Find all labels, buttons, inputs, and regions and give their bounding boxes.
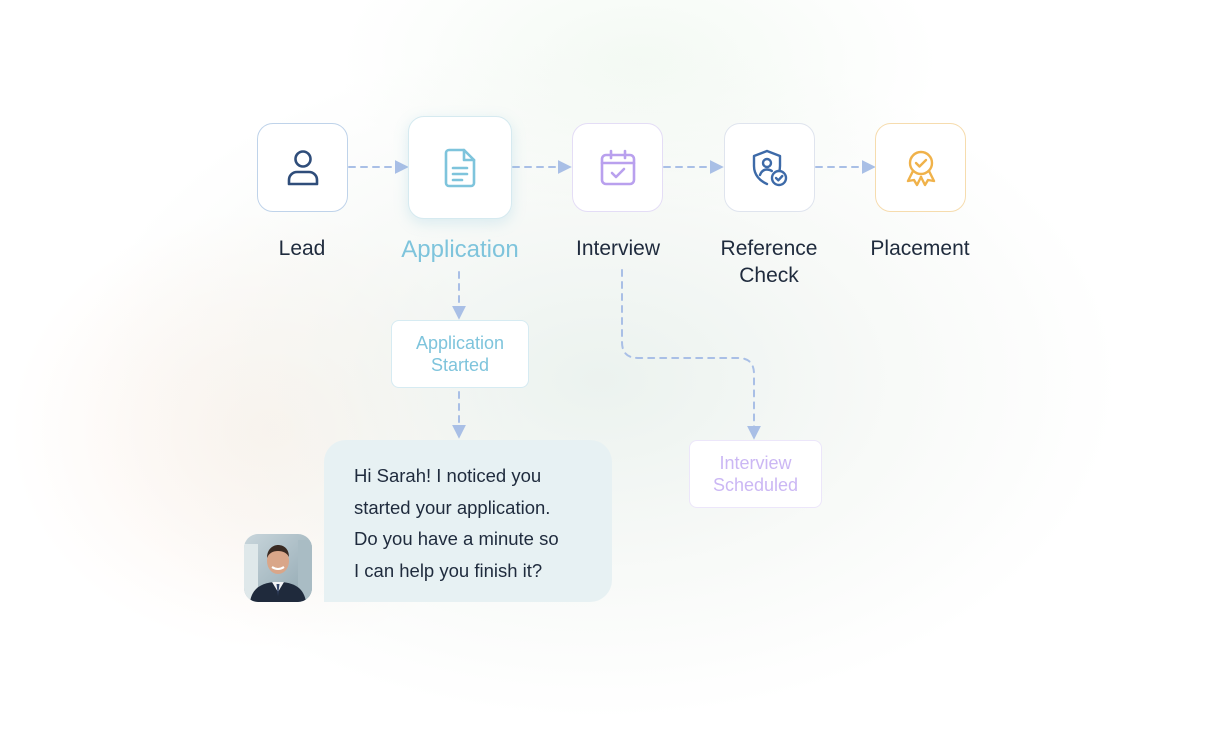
stage-box-application[interactable] — [408, 116, 512, 219]
substep-line: Interview — [719, 453, 792, 473]
substep-line: Application — [415, 333, 505, 353]
stage-label-lead: Lead — [278, 237, 326, 260]
message-line: Do you have a minute so — [354, 528, 559, 549]
message-bubble: Hi Sarah! I noticed you started your app… — [324, 440, 612, 602]
user-icon — [285, 148, 321, 188]
stage-label-reference-check: Reference Check — [699, 235, 839, 289]
stage-box-interview[interactable] — [572, 123, 663, 212]
message-line: started your application. — [354, 496, 551, 518]
substep-application-started[interactable]: Application Started — [391, 320, 529, 388]
stage-label-placement: Placement — [870, 237, 970, 260]
stage-label-application: Application — [401, 236, 519, 263]
stage-box-lead[interactable] — [257, 123, 348, 212]
shield-user-check-icon — [750, 148, 790, 188]
award-badge-icon — [903, 148, 939, 188]
substep-line: Scheduled — [712, 475, 799, 495]
stage-label-interview: Interview — [575, 237, 661, 260]
message-line: Hi Sarah! I noticed you — [354, 465, 542, 486]
document-icon — [442, 147, 478, 189]
stage-label-line: Reference — [720, 237, 818, 260]
substep-line: Started — [430, 355, 490, 375]
substep-interview-scheduled[interactable]: Interview Scheduled — [689, 440, 822, 508]
calendar-icon — [599, 149, 637, 187]
stage-box-reference-check[interactable] — [724, 123, 815, 212]
stage-box-placement[interactable] — [875, 123, 966, 212]
recruiter-avatar[interactable] — [244, 534, 312, 602]
stage-label-line: Check — [739, 264, 799, 287]
connector-interview-scheduled — [621, 269, 761, 440]
message-line: I can help you finish it? — [354, 559, 543, 581]
